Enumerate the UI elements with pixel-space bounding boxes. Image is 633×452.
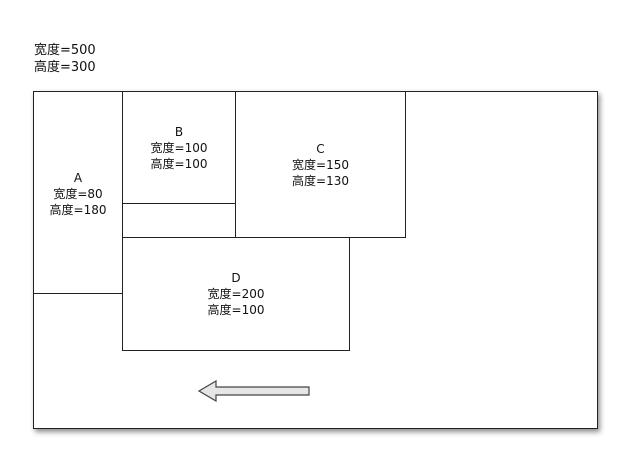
- container-width-label: 宽度=500: [34, 43, 96, 58]
- box-d-name: D: [231, 271, 241, 285]
- box-c: C 宽度=150 高度=130: [235, 91, 406, 238]
- box-d-label: D 宽度=200 高度=100: [123, 270, 349, 318]
- box-c-height: 高度=130: [292, 174, 349, 188]
- container-height-label: 高度=300: [34, 60, 96, 75]
- box-a: A 宽度=80 高度=180: [33, 91, 123, 294]
- arrow-left-icon: [198, 380, 310, 402]
- container-size-label: 宽度=500 高度=300: [34, 42, 96, 76]
- box-b-name: B: [174, 125, 184, 139]
- box-c-name: C: [316, 142, 325, 156]
- box-d-width: 宽度=200: [207, 287, 265, 301]
- box-c-label: C 宽度=150 高度=130: [236, 141, 405, 189]
- box-c-width: 宽度=150: [292, 158, 349, 172]
- box-d: D 宽度=200 高度=100: [122, 237, 350, 351]
- box-b-label: B 宽度=100 高度=100: [123, 124, 235, 172]
- box-b: B 宽度=100 高度=100: [122, 91, 236, 204]
- box-d-height: 高度=100: [207, 303, 265, 317]
- box-b-width: 宽度=100: [150, 141, 208, 155]
- box-a-label: A 宽度=80 高度=180: [34, 170, 122, 218]
- box-a-name: A: [73, 171, 83, 185]
- box-b-gap-segment: [122, 203, 236, 238]
- box-a-height: 高度=180: [49, 203, 107, 217]
- box-b-height: 高度=100: [150, 157, 208, 171]
- box-a-width: 宽度=80: [53, 187, 103, 201]
